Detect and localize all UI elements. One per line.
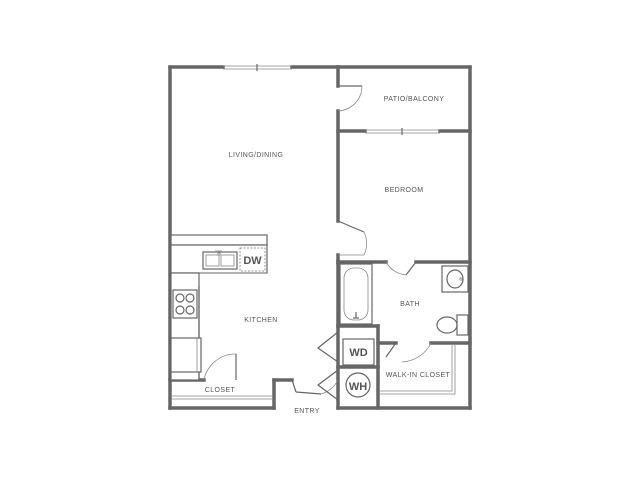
living-sliding-door <box>223 64 292 71</box>
dishwasher-label: DW <box>243 255 262 267</box>
exterior-walls <box>168 65 472 410</box>
door-swings <box>203 85 432 401</box>
stove-icon <box>172 289 198 319</box>
room-label-bedroom: BEDROOM <box>385 187 424 194</box>
bathtub-icon <box>339 263 373 325</box>
water-heater-label: WH <box>349 381 367 393</box>
room-label-closet: CLOSET <box>205 387 236 394</box>
bath-sink-icon <box>441 265 469 293</box>
room-label-entry: ENTRY <box>294 408 320 415</box>
washer-dryer-icon: WD <box>342 338 375 366</box>
room-label-patio: PATIO/BALCONY <box>384 96 445 103</box>
kitchen-sink-icon: SINK <box>202 249 238 270</box>
refrigerator-icon <box>170 337 202 373</box>
sink-tag: SINK <box>215 249 222 253</box>
closet-shelf <box>171 395 272 400</box>
dishwasher-icon: DW <box>239 247 266 272</box>
patio-sliding-door <box>365 128 440 135</box>
washer-dryer-label: WD <box>349 347 367 359</box>
room-label-walkin: WALK-IN CLOSET <box>386 372 451 379</box>
toilet-icon <box>436 314 469 336</box>
room-label-kitchen: KITCHEN <box>244 317 278 324</box>
walkin-closet-shelf <box>380 345 456 395</box>
room-label-living: LIVING/DINING <box>229 152 284 159</box>
water-heater-icon: WH <box>345 372 371 398</box>
room-label-bath: BATH <box>400 301 420 308</box>
room-labels: PATIO/BALCONY LIVING/DINING BEDROOM BATH… <box>205 96 451 415</box>
